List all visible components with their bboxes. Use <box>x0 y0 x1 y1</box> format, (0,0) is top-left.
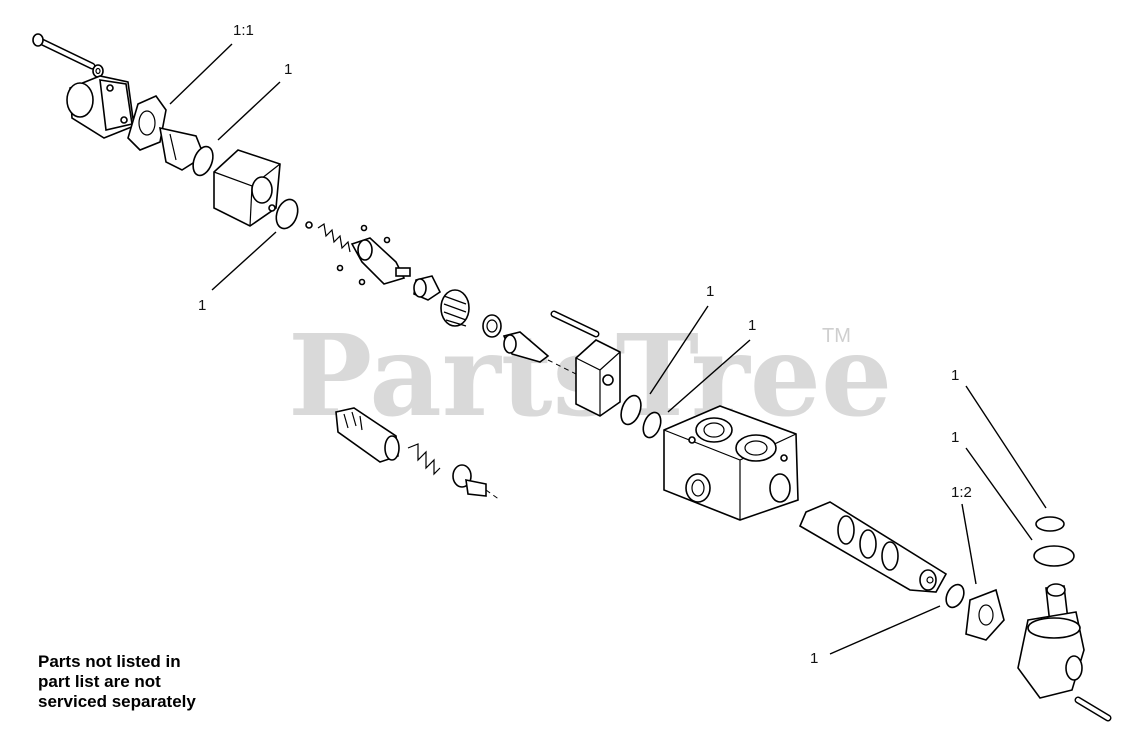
bolt-top-left <box>32 33 96 70</box>
centerline-a <box>547 359 581 377</box>
main-spool <box>798 501 948 593</box>
plunger <box>502 331 550 363</box>
o-ring-body-1 <box>620 394 642 426</box>
leader-lines <box>169 43 1047 655</box>
service-note: Parts not listed in part list are not se… <box>38 652 196 712</box>
washer-top-left <box>92 64 104 78</box>
callout-label: 1 <box>951 429 959 446</box>
service-note-line: part list are not <box>38 672 161 691</box>
o-ring-right-lower <box>1033 545 1075 567</box>
callout-label: 1 <box>284 61 292 78</box>
o-ring-body-2 <box>642 411 662 439</box>
o-ring-lower-left <box>945 583 965 609</box>
gasket-lower <box>965 588 1005 641</box>
spring-cup <box>482 314 502 338</box>
callout-label: 1 <box>810 650 818 667</box>
callout-label: 1 <box>198 297 206 314</box>
end-cap <box>66 75 135 139</box>
centerline-b <box>485 489 501 501</box>
watermark-trademark: TM <box>822 325 851 347</box>
relief-valve-cartridge <box>335 407 400 463</box>
detent-spool <box>336 224 411 286</box>
o-ring-mid-left <box>275 198 299 230</box>
callout-label: 1:1 <box>233 22 254 39</box>
callout-label: 1 <box>951 367 959 384</box>
bolt-lower-right <box>1074 696 1112 722</box>
callout-label: 1 <box>706 283 714 300</box>
spring-housing <box>213 149 281 227</box>
end-cap-lower <box>1017 583 1085 699</box>
bracket-block <box>575 339 621 417</box>
spring-large <box>440 289 470 327</box>
spring-seat <box>413 275 442 301</box>
relief-valve-poppet <box>452 464 487 497</box>
callout-label: 1:2 <box>951 484 972 501</box>
spring-small <box>317 222 351 253</box>
callout-label: 1 <box>748 317 756 334</box>
service-note-line: serviced separately <box>38 692 196 711</box>
bolt-middle <box>550 310 600 338</box>
o-ring-right-upper <box>1035 516 1065 532</box>
o-ring-upper <box>192 145 214 177</box>
relief-valve-spring <box>407 443 441 476</box>
service-note-line: Parts not listed in <box>38 652 181 671</box>
ball-small <box>305 221 313 229</box>
valve-body <box>663 405 799 521</box>
gasket-upper <box>127 95 167 151</box>
callout-labels: 1:1 1 1 1 1 1 1 1:2 1 <box>198 22 972 667</box>
